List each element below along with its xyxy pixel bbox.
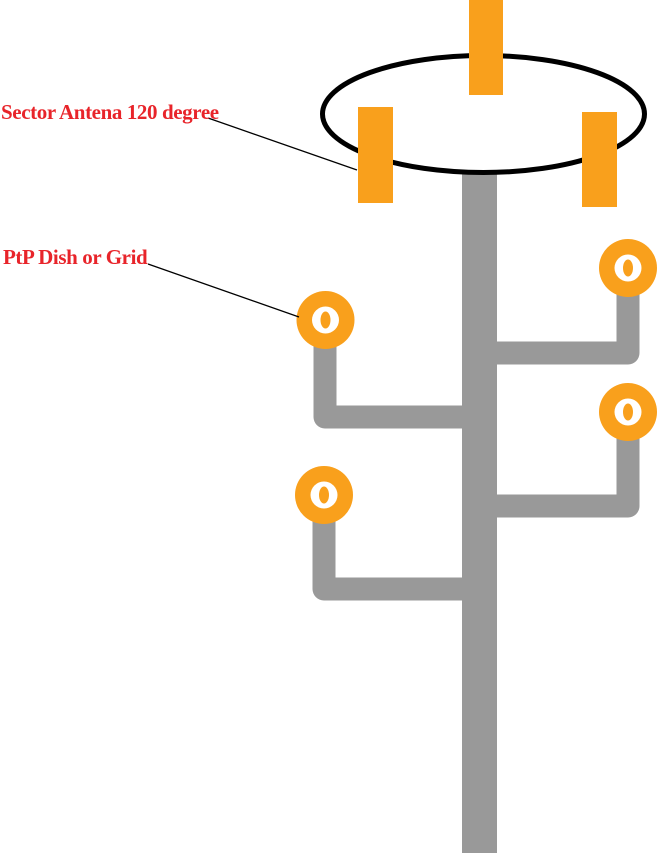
ptp-dish-right-lower bbox=[599, 383, 657, 441]
branch-arm-left-lower bbox=[312, 495, 480, 601]
ptp-dish-feed-dot bbox=[623, 403, 633, 421]
ptp-label-leader-line bbox=[147, 263, 300, 318]
sector-label-leader-line bbox=[207, 117, 358, 171]
ptp-dish-left-lower bbox=[295, 466, 353, 524]
ptp-dish-feed-dot bbox=[319, 486, 329, 504]
ptp-dish-label: PtP Dish or Grid bbox=[3, 245, 148, 269]
branch-arm-left-upper bbox=[313, 320, 480, 429]
sector-antenna-label: Sector Antena 120 degree bbox=[1, 100, 219, 124]
sector-antenna-top bbox=[469, 0, 503, 95]
ptp-dish-right-upper bbox=[599, 239, 657, 297]
ptp-dish-feed-dot bbox=[320, 311, 331, 329]
branch-arm-right-lower bbox=[480, 412, 640, 518]
sector-antenna-left bbox=[358, 107, 393, 203]
ptp-dish-left-upper bbox=[296, 291, 355, 349]
ptp-dish-feed-dot bbox=[623, 259, 633, 277]
sector-antenna-right bbox=[582, 112, 617, 207]
